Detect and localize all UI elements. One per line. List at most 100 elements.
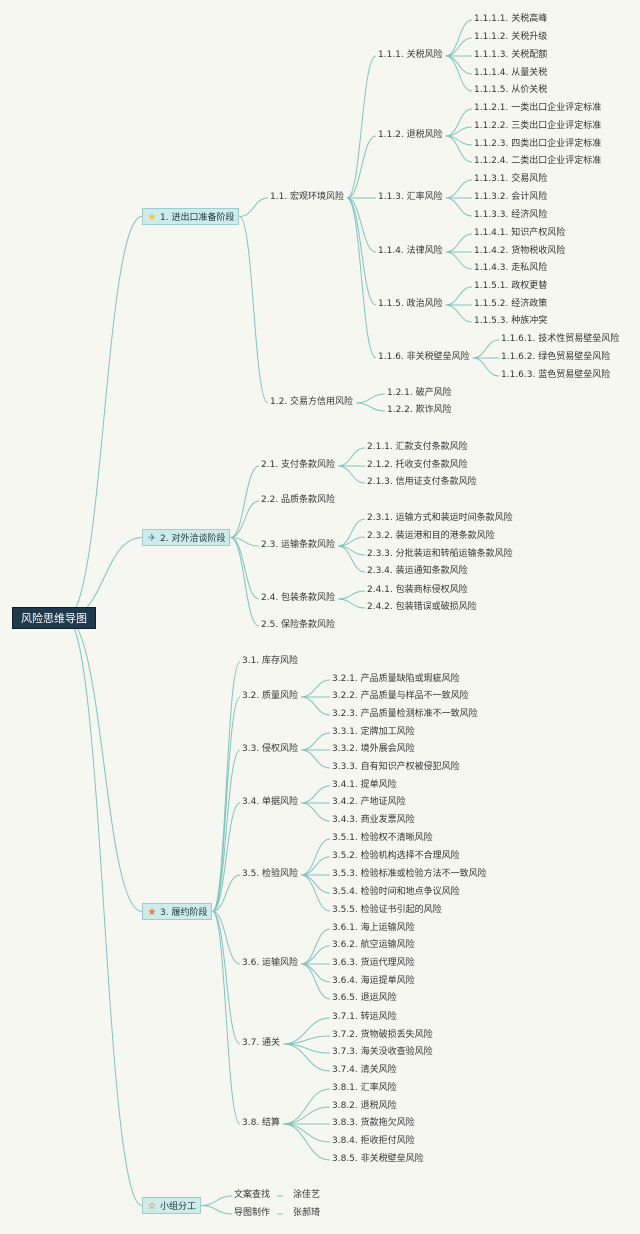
branch-3-node[interactable]: ★3. 履约阶段 [142,903,213,920]
leaf-node[interactable]: 1.1.3.1. 交易风险 [474,174,548,184]
leaf-node[interactable]: 1.1.4.1. 知识产权风险 [474,228,566,238]
leaf-node[interactable]: 3.4.3. 商业发票风险 [332,815,415,825]
leaf-node[interactable]: 2.1.1. 汇款支付条款风险 [367,442,468,452]
leaf-node[interactable]: 1.1.4.2. 货物税收风险 [474,246,566,256]
leaf-node[interactable]: 3.6.1. 海上运输风险 [332,923,415,933]
paper-plane-icon: ✈ [147,533,157,544]
topic-node[interactable]: 3.4. 单据风险 [242,797,299,807]
leaf-node[interactable]: 1.1.1.4. 从量关税 [474,68,548,78]
leaf-node[interactable]: 1.1.6.1. 技术性贸易壁垒风险 [501,334,620,344]
topic-node[interactable]: 2.4. 包装条款风险 [261,593,336,603]
topic-node[interactable]: 3.1. 库存风险 [242,656,299,666]
leaf-node[interactable]: 3.6.5. 退运风险 [332,993,397,1003]
leaf-node[interactable]: 1.1.2.4. 二类出口企业评定标准 [474,156,602,166]
leaf-node[interactable]: 3.7.3. 海关没收查验风险 [332,1047,433,1057]
leaf-node[interactable]: 1.1.1.1. 关税高峰 [474,14,548,24]
topic-node[interactable]: 2.3. 运输条款风险 [261,540,336,550]
star-icon: ★ [147,907,157,918]
leaf-node[interactable]: 3.6.2. 航空运输风险 [332,940,415,950]
leaf-node[interactable]: 1.1.1.3. 关税配额 [474,50,548,60]
leaf-node[interactable]: 3.8.4. 拒收拒付风险 [332,1136,415,1146]
leaf-node[interactable]: 3.8.1. 汇率风险 [332,1083,397,1093]
leaf-node[interactable]: 3.5.5. 检验证书引起的风险 [332,905,442,915]
leaf-node[interactable]: 3.5.2. 检验机构选择不合理风险 [332,851,460,861]
leaf-node[interactable]: 3.8.2. 退税风险 [332,1101,397,1111]
leaf-node[interactable]: 3.5.3. 检验标准或检验方法不一致风险 [332,869,487,879]
leaf-node[interactable]: 1.1.2.3. 四类出口企业评定标准 [474,139,602,149]
branch-2-node[interactable]: ✈2. 对外洽谈阶段 [142,529,231,546]
leaf-node[interactable]: 1.1.6.2. 绿色贸易壁垒风险 [501,352,611,362]
leaf-node[interactable]: 3.3.1. 定牌加工风险 [332,727,415,737]
leaf-node[interactable]: 3.4.2. 产地证风险 [332,797,406,807]
topic-node[interactable]: 3.8. 结算 [242,1118,281,1128]
subtopic-node[interactable]: 1.1.2. 退税风险 [378,130,443,140]
topic-node[interactable]: 1.1. 宏观环境风险 [270,192,345,202]
branch-1-node[interactable]: ★1. 进出口准备阶段 [142,208,240,225]
leaf-node[interactable]: 2.1.3. 信用证支付条款风险 [367,477,477,487]
leaf-node[interactable]: 3.6.3. 货运代理风险 [332,958,415,968]
subtopic-node[interactable]: 1.1.1. 关税风险 [378,50,443,60]
leaf-node[interactable]: 2.3.3. 分批装运和转船运输条款风险 [367,549,513,559]
topic-node[interactable]: 文案查找 [234,1190,271,1200]
leaf-node[interactable]: 3.3.2. 境外展会风险 [332,744,415,754]
leaf-node[interactable]: 1.1.5.2. 经济政策 [474,299,548,309]
leaf-node[interactable]: 3.7.2. 货物破损丢失风险 [332,1030,433,1040]
leaf-node[interactable]: 2.3.4. 装运通知条款风险 [367,566,468,576]
topic-node[interactable]: 3.6. 运输风险 [242,958,299,968]
leaf-node[interactable]: 3.2.2. 产品质量与样品不一致风险 [332,691,469,701]
leaf-node[interactable]: 1.1.3.3. 经济风险 [474,210,548,220]
leaf-node[interactable]: 3.3.3. 自有知识产权被侵犯风险 [332,762,460,772]
leaf-node[interactable]: 2.4.2. 包装错误或破损风险 [367,602,477,612]
member-name[interactable]: 涂佳艺 [293,1190,321,1200]
branch-label: 2. 对外洽谈阶段 [160,534,226,544]
branch-label: 1. 进出口准备阶段 [160,213,235,223]
leaf-node[interactable]: 1.1.4.3. 走私风险 [474,263,548,273]
subtopic-node[interactable]: 1.1.4. 法律风险 [378,246,443,256]
leaf-node[interactable]: 1.1.2.1. 一类出口企业评定标准 [474,103,602,113]
leaf-node[interactable]: 3.5.4. 检验时间和地点争议风险 [332,887,460,897]
branch-label: 3. 履约阶段 [160,908,208,918]
star-outline-icon: ☆ [147,1201,157,1212]
leaf-node[interactable]: 2.3.2. 装运港和目的港条款风险 [367,531,495,541]
leaf-node[interactable]: 1.1.6.3. 蓝色贸易壁垒风险 [501,370,611,380]
leaf-node[interactable]: 1.1.1.2. 关税升级 [474,32,548,42]
leaf-node[interactable]: 1.1.1.5. 从价关税 [474,85,548,95]
member-name[interactable]: 张郝琦 [293,1208,321,1218]
leaf-node[interactable]: 1.1.2.2. 三类出口企业评定标准 [474,121,602,131]
branch-label: 小组分工 [160,1202,197,1212]
leaf-node[interactable]: 3.6.4. 海运提单风险 [332,976,415,986]
topic-node[interactable]: 2.5. 保险条款风险 [261,620,336,630]
topic-node[interactable]: 3.5. 检验风险 [242,869,299,879]
leaf-node[interactable]: 3.8.3. 货款拖欠风险 [332,1118,415,1128]
topic-node[interactable]: 3.7. 通关 [242,1038,281,1048]
leaf-node[interactable]: 2.1.2. 托收支付条款风险 [367,460,468,470]
topic-node[interactable]: 导图制作 [234,1208,271,1218]
leaf-node[interactable]: 2.4.1. 包装商标侵权风险 [367,585,468,595]
topic-node[interactable]: 3.2. 质量风险 [242,691,299,701]
leaf-node[interactable]: 2.3.1. 运输方式和装运时间条款风险 [367,513,513,523]
leaf-node[interactable]: 3.2.3. 产品质量检测标准不一致风险 [332,709,478,719]
leaf-node[interactable]: 3.5.1. 检验权不清晰风险 [332,833,433,843]
leaf-node[interactable]: 1.1.3.2. 会计风险 [474,192,548,202]
leaf-node[interactable]: 1.1.5.3. 种族冲突 [474,316,548,326]
leaf-node[interactable]: 1.1.5.1. 政权更替 [474,281,548,291]
branch-4-node[interactable]: ☆小组分工 [142,1197,202,1214]
leaf-node[interactable]: 3.4.1. 提单风险 [332,780,397,790]
root-node[interactable]: 风险思维导图 [12,607,96,629]
subtopic-node[interactable]: 1.1.5. 政治风险 [378,299,443,309]
topic-node[interactable]: 3.3. 侵权风险 [242,744,299,754]
leaf-node[interactable]: 3.2.1. 产品质量缺陷或瑕疵风险 [332,674,460,684]
subtopic-node[interactable]: 1.1.3. 汇率风险 [378,192,443,202]
topic-node[interactable]: 2.2. 品质条款风险 [261,495,336,505]
leaf-node[interactable]: 1.2.1. 破产风险 [387,388,452,398]
star-icon: ★ [147,212,157,223]
topic-node[interactable]: 2.1. 支付条款风险 [261,460,336,470]
leaf-node[interactable]: 3.7.1. 转运风险 [332,1012,397,1022]
leaf-node[interactable]: 3.8.5. 非关税壁垒风险 [332,1154,424,1164]
leaf-node[interactable]: 3.7.4. 清关风险 [332,1065,397,1075]
topic-node[interactable]: 1.2. 交易方信用风险 [270,397,354,407]
subtopic-node[interactable]: 1.1.6. 非关税壁垒风险 [378,352,470,362]
leaf-node[interactable]: 1.2.2. 欺诈风险 [387,405,452,415]
